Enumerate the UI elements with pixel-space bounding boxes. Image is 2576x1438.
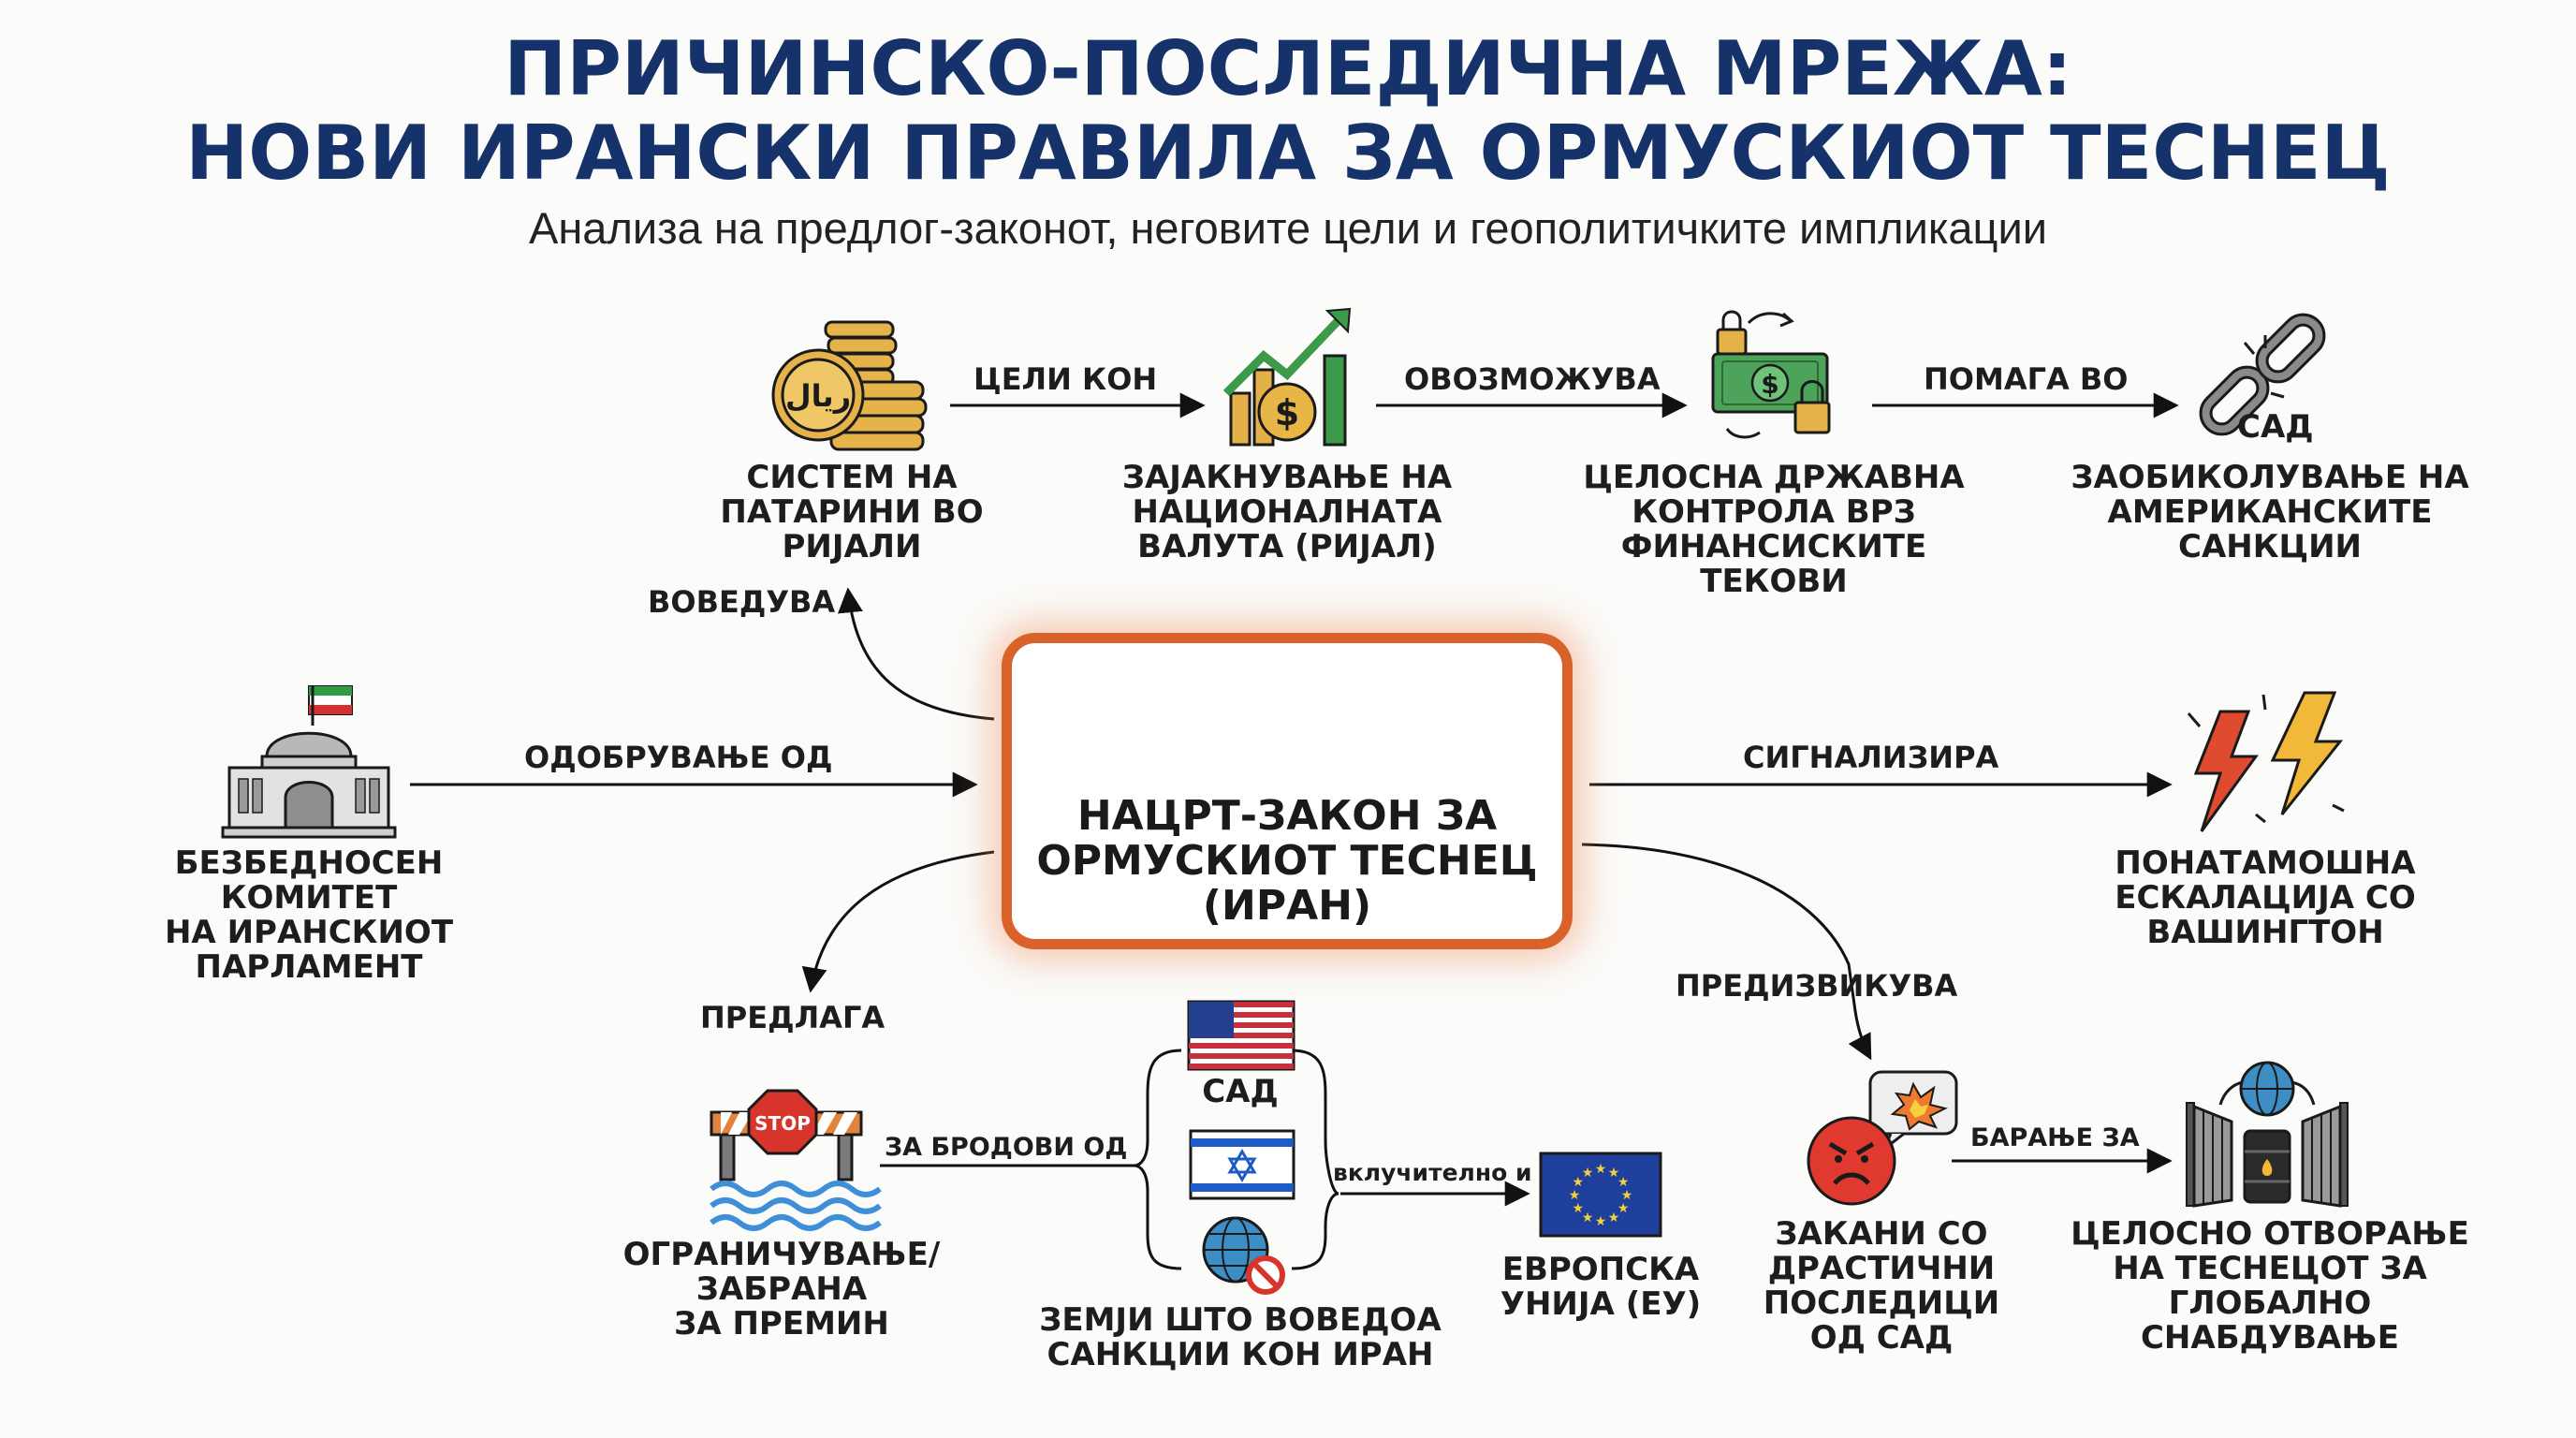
eu-star: ★: [1617, 1201, 1630, 1216]
edge-label-aims-at: ЦЕЛИ КОН: [973, 361, 1158, 397]
usa-flag-icon: [1187, 1000, 1295, 1071]
node-eu: ЕВРОПСКА УНИЈА (ЕУ): [1500, 1251, 1702, 1323]
globe-ban-icon: [1202, 1216, 1285, 1295]
sanction-bracket-right: [1291, 1049, 1339, 1270]
stop-barrier-icon: STOP: [710, 1089, 882, 1231]
eu-star: ★: [1582, 1211, 1594, 1225]
locked-money-icon: $: [1711, 310, 1831, 439]
eu-star: ★: [1617, 1175, 1630, 1190]
page-title-line1: ПРИЧИНСКО-ПОСЛЕДИЧНА МРЕЖА:: [504, 25, 2072, 112]
edge-label-enables: ОВОЗМОЖУВА: [1404, 361, 1661, 397]
usa-chain-label: САД: [2237, 408, 2314, 446]
node-sanction-countries: ЗЕМЈИ ШТО ВОВЕДОА САНКЦИИ КОН ИРАН: [1039, 1301, 1442, 1373]
page-title-line2: НОВИ ИРАНСКИ ПРАВИЛА ЗА ОРМУСКИОТ ТЕСНЕЦ: [185, 110, 2391, 197]
node-toll-system: СИСТЕМ НА ПАТАРИНИ ВО РИЈАЛИ: [720, 459, 984, 565]
edge-label-signals: СИГНАЛИЗИРА: [1743, 740, 1999, 775]
eu-star: ★: [1608, 1211, 1620, 1225]
edge-label-for-ships-from: ЗА БРОДОВИ ОД: [885, 1133, 1128, 1162]
open-gate-icon: [2186, 1061, 2349, 1208]
edge-center-to-restriction: [801, 850, 995, 993]
edge-label-proposes: ПРЕДЛАГА: [700, 1000, 886, 1035]
edge-label-helps-in: ПОМАГА ВО: [1924, 361, 2129, 397]
edge-center-to-threats: [1581, 843, 1872, 1061]
sanction-bracket-left: [1134, 1049, 1182, 1270]
svg-text:ریال: ریال: [785, 378, 851, 414]
node-escalation: ПОНАТАМОШНА ЕСКАЛАЦИЈА СО ВАШИНГТОН: [2115, 844, 2416, 951]
node-bypass-sanctions: ЗАОБИКОЛУВАЊЕ НА АМЕРИКАНСКИТЕ САНКЦИИ: [2071, 459, 2469, 565]
coins-rial-icon: ریال: [771, 320, 928, 451]
edge-label-including: вклучително и: [1333, 1159, 1532, 1186]
node-committee: БЕЗБЕДНОСЕН КОМИТЕТ НА ИРАНСКИОТ ПАРЛАМЕ…: [164, 844, 454, 986]
svg-text:STOP: STOP: [754, 1112, 811, 1135]
node-state-control: ЦЕЛОСНА ДРЖАВНА КОНТРОЛА ВРЗ ФИНАНСИСКИТ…: [1583, 459, 1965, 600]
eu-star: ★: [1573, 1201, 1585, 1216]
eu-flag-icon: ★★★★★★★★★★★★: [1539, 1152, 1662, 1238]
eu-star: ★: [1573, 1175, 1585, 1190]
eu-star: ★: [1569, 1188, 1581, 1203]
page-subtitle: Анализа на предлог-законот, неговите цел…: [529, 203, 2047, 253]
edge-label-approval-by: ОДОБРУВАЊЕ ОД: [524, 740, 833, 775]
edge-label-provokes: ПРЕДИЗВИКУВА: [1676, 968, 1958, 1004]
edge-center-to-toll: [837, 587, 995, 721]
eu-star: ★: [1595, 1214, 1607, 1229]
eu-star: ★: [1608, 1166, 1620, 1181]
eu-star: ★: [1595, 1162, 1607, 1177]
node-currency: ЗАЈАКНУВАЊЕ НА НАЦИОНАЛНАТА ВАЛУТА (РИЈА…: [1121, 459, 1453, 565]
angry-face-icon: [1807, 1070, 1958, 1206]
usa-flag-label: САД: [1202, 1073, 1279, 1110]
svg-text:$: $: [1275, 392, 1299, 433]
eu-star: ★: [1621, 1188, 1633, 1203]
growth-chart-icon: $: [1222, 307, 1352, 447]
broken-chain-icon: [2199, 313, 2326, 436]
edge-label-introduces: ВОВЕДУВА: [648, 584, 836, 620]
center-node-box: [1002, 633, 1573, 949]
node-restriction: ОГРАНИЧУВАЊЕ/ЗАБРАНА ЗА ПРЕМИН: [622, 1236, 941, 1343]
node-threats: ЗАКАНИ СО ДРАСТИЧНИ ПОСЛЕДИЦИ ОД САД: [1763, 1215, 2000, 1357]
svg-text:$: $: [1761, 369, 1778, 400]
israel-flag-icon: [1189, 1129, 1295, 1200]
edge-label-demand-for: БАРАЊЕ ЗА: [1970, 1123, 2140, 1152]
parliament-building-icon: [221, 685, 397, 839]
node-full-opening: ЦЕЛОСНО ОТВОРАЊЕ НА ТЕСНЕЦОТ ЗА ГЛОБАЛНО…: [2071, 1215, 2469, 1357]
lightning-bolts-icon: [2187, 691, 2345, 832]
eu-star: ★: [1582, 1166, 1594, 1181]
center-node-label: НАЦРТ-ЗАКОН ЗА ОРМУСКИОТ ТЕСНЕЦ (ИРАН): [1036, 792, 1538, 930]
